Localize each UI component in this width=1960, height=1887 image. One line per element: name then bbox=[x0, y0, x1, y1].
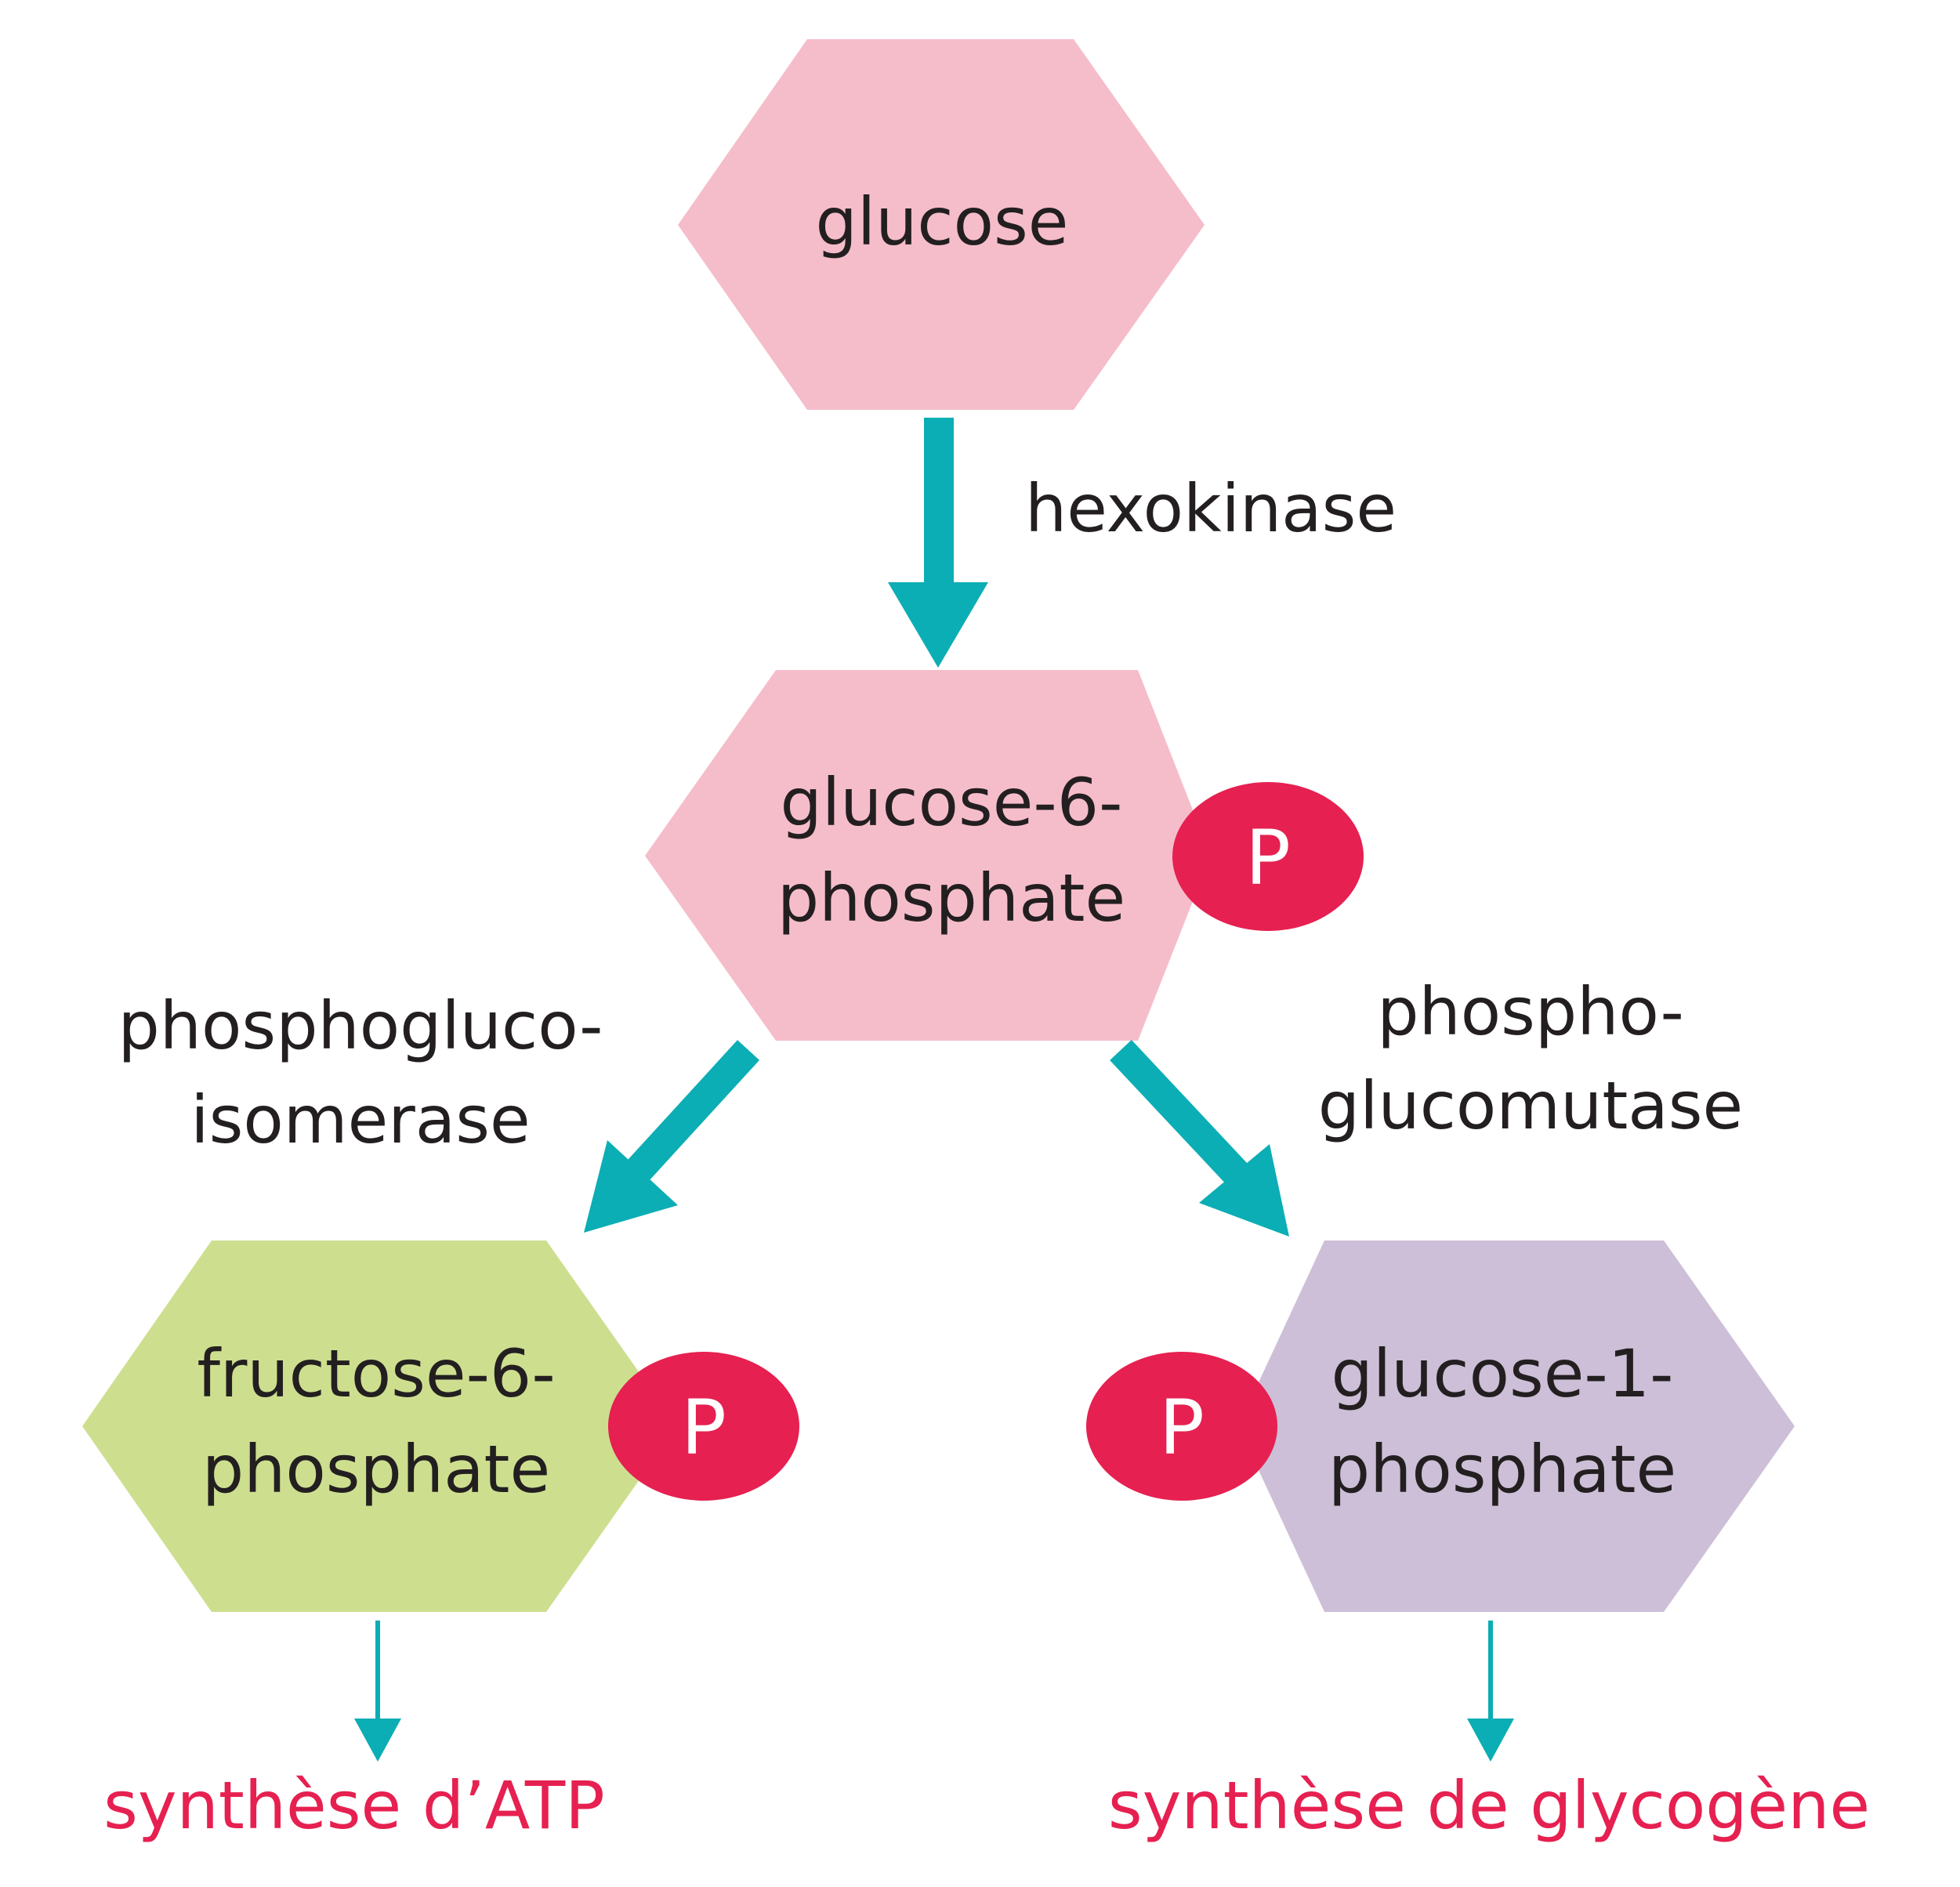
g1p-phosphate-ellipse bbox=[1086, 1352, 1277, 1501]
f6p-hexagon bbox=[82, 1240, 677, 1612]
f6p-label-line2: phosphate bbox=[202, 1431, 550, 1508]
phosphoglucomutase-label-line1: phospho- bbox=[1377, 973, 1684, 1050]
glycogen-synthesis-label: synthèse de glycogène bbox=[1108, 1767, 1870, 1844]
glycogen-output-arrow bbox=[1467, 1621, 1514, 1762]
g6p-label-line1: glucose-6- bbox=[781, 764, 1123, 841]
f6p-label-line1: fructose-6- bbox=[197, 1335, 555, 1412]
g1p-label-line1: glucose-1- bbox=[1331, 1335, 1674, 1412]
phosphoglucoisomerase-label-line2: isomerase bbox=[190, 1081, 530, 1158]
g1p-phosphate-letter: P bbox=[1159, 1384, 1205, 1472]
g1p-label-line2: phosphate bbox=[1328, 1431, 1676, 1508]
g6p-phosphate-letter: P bbox=[1245, 814, 1291, 902]
glucose-hexagon bbox=[678, 39, 1205, 410]
g6p-node: glucose-6- phosphate P bbox=[645, 670, 1364, 1041]
g6p-phosphate-ellipse bbox=[1172, 782, 1364, 931]
hexokinase-arrow bbox=[888, 418, 988, 668]
g1p-hexagon bbox=[1238, 1240, 1795, 1612]
glucose-label: glucose bbox=[816, 183, 1069, 260]
g6p-hexagon bbox=[645, 670, 1211, 1041]
hexokinase-arrow-head bbox=[888, 582, 988, 668]
phosphoglucomutase-arrow-shaft bbox=[1110, 1040, 1249, 1186]
f6p-phosphate-letter: P bbox=[681, 1384, 726, 1472]
g1p-node: glucose-1- phosphate P bbox=[1086, 1240, 1795, 1612]
phosphoglucoisomerase-label-line1: phosphogluco- bbox=[118, 987, 603, 1064]
atp-synthesis-label: synthèse d’ATP bbox=[103, 1767, 605, 1844]
phosphoglucoisomerase-arrow-shaft bbox=[627, 1040, 760, 1180]
g6p-label-line2: phosphate bbox=[777, 860, 1125, 936]
phosphoglucomutase-arrow bbox=[1110, 1040, 1289, 1237]
atp-output-arrow bbox=[354, 1621, 401, 1762]
glucose-node: glucose bbox=[678, 39, 1205, 410]
glycogen-output-arrow-head bbox=[1467, 1719, 1514, 1762]
f6p-node: fructose-6- phosphate P bbox=[82, 1240, 799, 1612]
g1p-phosphate-badge: P bbox=[1086, 1352, 1277, 1501]
phosphoglucoisomerase-arrow bbox=[584, 1040, 760, 1233]
phosphoglucoisomerase-arrow-head bbox=[584, 1140, 678, 1233]
f6p-phosphate-badge: P bbox=[608, 1352, 799, 1501]
g6p-phosphate-badge: P bbox=[1172, 782, 1364, 931]
atp-output-arrow-head bbox=[354, 1719, 401, 1762]
f6p-phosphate-ellipse bbox=[608, 1352, 799, 1501]
hexokinase-label: hexokinase bbox=[1025, 470, 1397, 547]
phosphoglucomutase-label-line2: glucomutase bbox=[1318, 1067, 1743, 1144]
phosphoglucomutase-arrow-head bbox=[1199, 1144, 1289, 1237]
